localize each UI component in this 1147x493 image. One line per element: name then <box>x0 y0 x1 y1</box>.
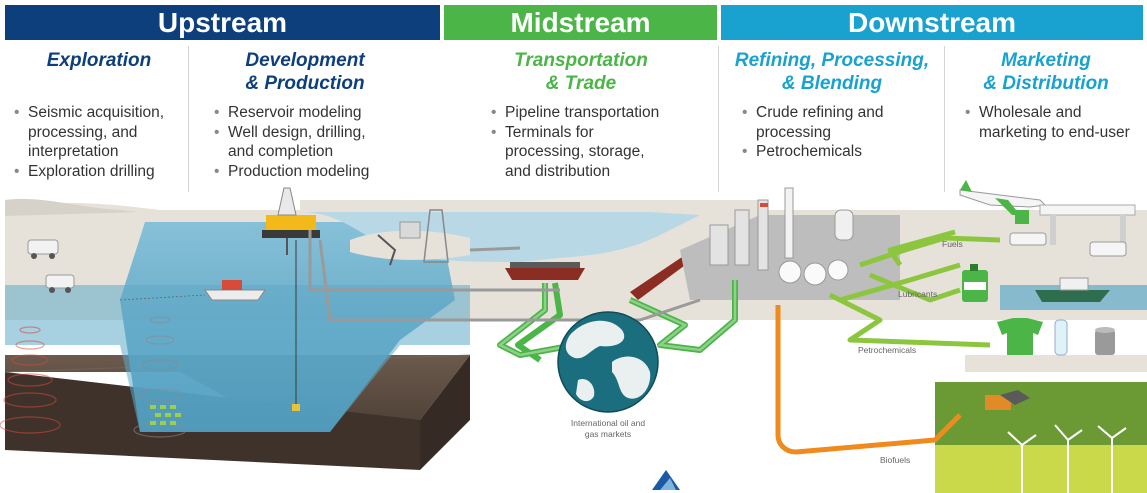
bullet-item: Reservoir modeling <box>214 103 414 123</box>
bullet-line: processing, storage, <box>505 143 645 160</box>
column-divider <box>718 46 719 192</box>
bullet-item: Pipeline transportation <box>491 103 691 123</box>
scene-labels: International oil and gas markets Fuels … <box>571 239 963 465</box>
markets-label-line2: gas markets <box>585 429 631 439</box>
globe-icon <box>557 311 659 413</box>
transportation-bullets: Pipeline transportation Terminals for pr… <box>491 103 691 181</box>
bullet-line: Exploration drilling <box>28 162 155 180</box>
downstream-header: Downstream <box>721 5 1143 40</box>
title-line: & Production <box>245 73 365 94</box>
midstream-header: Midstream <box>444 5 717 40</box>
bullet-line: and distribution <box>505 162 611 180</box>
refining-bullets: Crude refining and processing Petrochemi… <box>742 103 932 162</box>
bullet-line: Production modeling <box>228 162 370 180</box>
title-line: Transportation <box>514 50 648 71</box>
seismic-trucks <box>27 239 75 293</box>
seismic-waves <box>0 316 187 438</box>
bullet-line: Pipeline transportation <box>505 104 660 121</box>
logo-mark <box>652 470 680 490</box>
midstream-pipelines-light <box>497 280 737 357</box>
development-bullets: Reservoir modeling Well design, drilling… <box>214 103 414 181</box>
bullet-line: processing <box>756 123 831 141</box>
lubricant-bottle-icon <box>962 264 988 302</box>
bullet-line: interpretation <box>28 143 119 160</box>
bullet-line: and completion <box>228 143 334 160</box>
development-production-title: Development & Production <box>200 49 410 95</box>
refining-title: Refining, Processing, & Blending <box>722 49 942 95</box>
oil-tankers <box>505 255 692 300</box>
title-line: Refining, Processing, <box>734 50 930 71</box>
bullet-item: Production modeling <box>214 162 414 182</box>
refinery <box>680 187 900 300</box>
upstream-header: Upstream <box>5 5 440 40</box>
title-line: Exploration <box>46 50 152 71</box>
bullet-item: Petrochemicals <box>742 142 932 162</box>
bullet-line: Petrochemicals <box>756 143 862 160</box>
title-line: Marketing <box>1001 50 1091 71</box>
marketing-bullets: Wholesale and marketing to end-user <box>965 103 1145 142</box>
bullet-line: Terminals for <box>505 123 594 141</box>
wind-turbines <box>1007 424 1127 493</box>
consumer-products <box>965 318 1147 372</box>
bullet-item: Terminals for processing, storage, and d… <box>491 123 691 182</box>
exploration-bullets: Seismic acquisition, processing, and int… <box>14 103 186 181</box>
exploration-title: Exploration <box>14 49 184 72</box>
onshore-wells <box>350 209 470 266</box>
reservoir-grid <box>150 405 181 425</box>
title-line: Development <box>245 50 365 71</box>
bullet-line: Wholesale and <box>979 104 1082 121</box>
bullet-line: marketing to end-user <box>979 123 1130 141</box>
airplane-icon <box>959 180 1047 215</box>
bullet-item: Exploration drilling <box>14 162 186 182</box>
column-divider <box>944 46 945 192</box>
offshore-platform <box>262 187 320 411</box>
bullet-item: Seismic acquisition, processing, and int… <box>14 103 186 162</box>
bullet-line: processing, and <box>28 123 138 141</box>
biofuels-label: Biofuels <box>880 455 910 465</box>
bullet-line: Crude refining and <box>756 104 884 121</box>
lubricants-label: Lubricants <box>898 289 937 299</box>
markets-label-line1: International oil and <box>571 418 645 428</box>
title-line: & Blending <box>781 73 883 94</box>
biofuel-pipeline <box>775 305 962 455</box>
survey-vessel <box>119 280 266 301</box>
supply-boat <box>1000 277 1147 310</box>
downstream-pipelines <box>828 229 1001 348</box>
crude-pipelines <box>308 230 701 322</box>
title-line: & Trade <box>545 73 617 94</box>
fuels-label: Fuels <box>942 239 963 249</box>
bullet-line: Well design, drilling, <box>228 123 366 141</box>
bullet-item: Wholesale and marketing to end-user <box>965 103 1145 142</box>
marketing-title: Marketing & Distribution <box>948 49 1144 95</box>
farmland <box>935 382 1147 493</box>
bullet-item: Well design, drilling, and completion <box>214 123 414 162</box>
transportation-trade-title: Transportation & Trade <box>470 49 692 95</box>
bullet-line: Seismic acquisition, <box>28 104 165 121</box>
title-line: & Distribution <box>983 73 1109 94</box>
gas-station <box>1009 204 1136 257</box>
petrochemicals-label: Petrochemicals <box>858 345 916 355</box>
bullet-item: Crude refining and processing <box>742 103 932 142</box>
column-divider <box>188 46 189 192</box>
bullet-line: Reservoir modeling <box>228 104 362 121</box>
